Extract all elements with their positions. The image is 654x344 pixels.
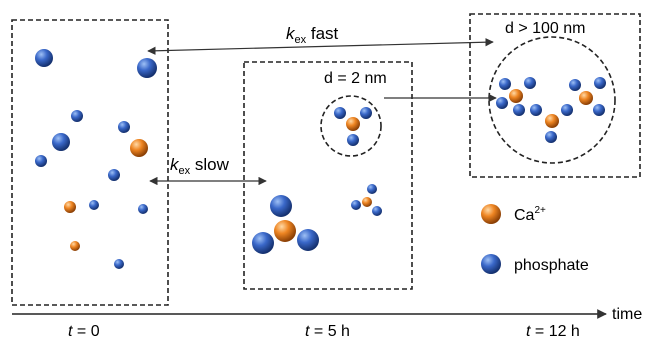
spheres-t12: [496, 77, 606, 143]
phosphate-ion: [561, 104, 573, 116]
phosphate-ion: [137, 58, 157, 78]
phosphate-ion: [108, 169, 120, 181]
frame-t12: [469, 13, 641, 178]
size-label-large: d > 100 nm: [505, 20, 586, 37]
legend-phosphate-label: phosphate: [514, 257, 589, 274]
phosphate-ion: [114, 259, 124, 269]
phosphate-ion: [513, 104, 525, 116]
calcium-ion: [362, 197, 372, 207]
cluster-circle-large: [488, 36, 616, 164]
calcium-ion: [64, 201, 76, 213]
phosphate-ion: [594, 77, 606, 89]
legend-calcium-swatch: [481, 204, 501, 224]
spheres-t5: [252, 107, 382, 254]
kex-fast-label: kex fast: [286, 24, 339, 46]
calcium-ion: [274, 220, 296, 242]
phosphate-ion: [530, 104, 542, 116]
calcium-ion: [346, 117, 360, 131]
cluster-circle-small: [320, 95, 382, 157]
frame-t0: [11, 19, 169, 306]
phosphate-ion: [499, 78, 511, 90]
phosphate-ion: [270, 195, 292, 217]
phosphate-ion: [496, 97, 508, 109]
size-label-small: d = 2 nm: [324, 70, 387, 87]
phosphate-ion: [252, 232, 274, 254]
phosphate-ion: [334, 107, 346, 119]
spheres-t0: [35, 49, 157, 269]
calcium-ion: [545, 114, 559, 128]
legend: Ca2+ phosphate: [481, 204, 589, 274]
phosphate-ion: [593, 104, 605, 116]
phosphate-ion: [52, 133, 70, 151]
phosphate-ion: [118, 121, 130, 133]
time-label-t0: t = 0: [68, 323, 100, 340]
calcium-ion: [130, 139, 148, 157]
calcium-ion: [579, 91, 593, 105]
kex-fast-arrow: [147, 37, 494, 56]
phosphate-ion: [138, 204, 148, 214]
phosphate-ion: [347, 134, 359, 146]
phosphate-ion: [367, 184, 377, 194]
time-label-t12: t = 12 h: [526, 323, 580, 340]
phosphate-ion: [524, 77, 536, 89]
phosphate-ion: [35, 155, 47, 167]
phosphate-ion: [372, 206, 382, 216]
phosphate-ion: [351, 200, 361, 210]
phosphate-ion: [360, 107, 372, 119]
time-axis-label: time: [612, 306, 642, 323]
frame-t5: [243, 61, 413, 290]
kex-slow-label: kex slow: [170, 155, 230, 177]
phosphate-ion: [71, 110, 83, 122]
phosphate-ion: [545, 131, 557, 143]
phosphate-ion: [89, 200, 99, 210]
legend-phosphate-swatch: [481, 254, 501, 274]
phosphate-ion: [569, 79, 581, 91]
legend-calcium-label: Ca2+: [514, 205, 546, 224]
phosphate-ion: [35, 49, 53, 67]
time-label-t5: t = 5 h: [305, 323, 350, 340]
calcium-ion: [70, 241, 80, 251]
calcium-ion: [509, 89, 523, 103]
phosphate-ion: [297, 229, 319, 251]
